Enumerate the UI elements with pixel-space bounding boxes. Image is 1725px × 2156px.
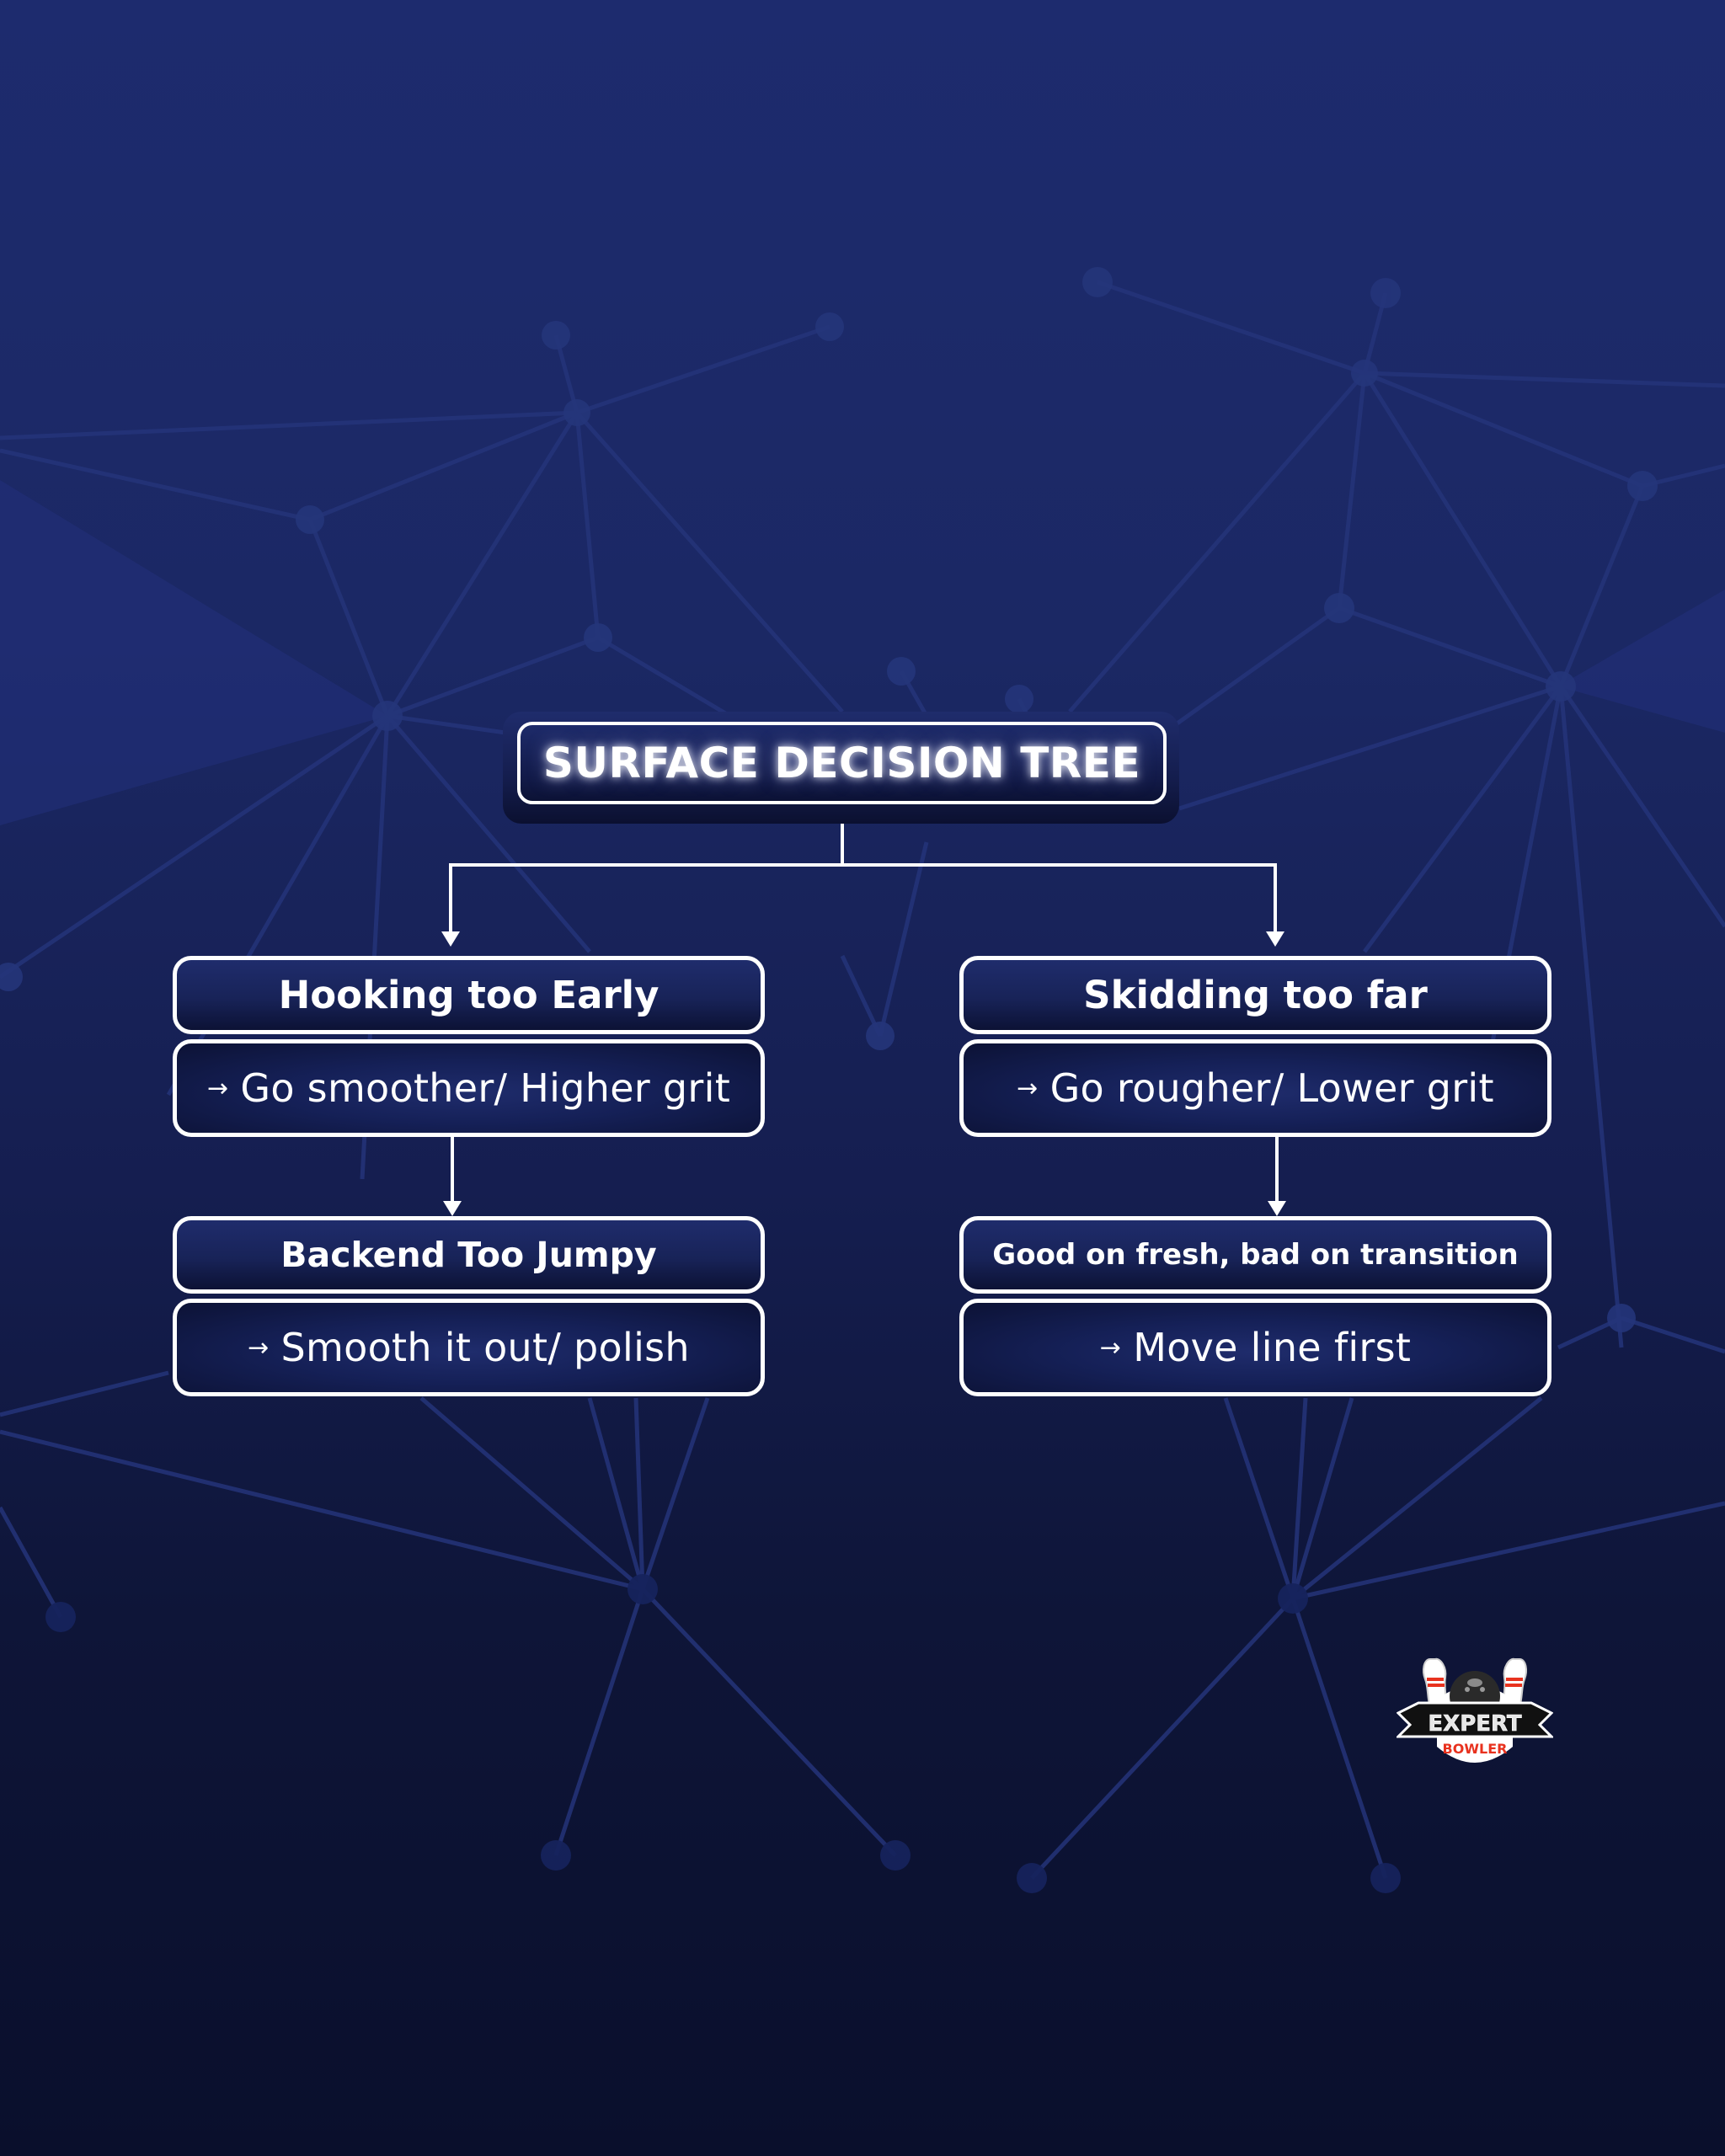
problem-label: Backend Too Jumpy [280,1235,657,1275]
solution-label: Move line first [1133,1325,1412,1370]
solution-node-go-smoother: → Go smoother/ Higher grit [173,1039,765,1137]
arrow-right-icon: → [248,1332,270,1363]
solution-node-move-line-first: → Move line first [959,1299,1551,1396]
expert-bowler-logo: EXPERT BOWLER [1397,1657,1553,1763]
problem-label: Good on fresh, bad on transition [992,1238,1519,1272]
problem-node-backend-too-jumpy: Backend Too Jumpy [173,1216,765,1294]
page-title: SURFACE DECISION TREE [542,739,1141,787]
arrow-right-icon: → [1099,1332,1122,1363]
problem-node-hooking-too-early: Hooking too Early [173,956,765,1034]
problem-label: Skidding too far [1083,973,1428,1017]
solution-node-go-rougher: → Go rougher/ Lower grit [959,1039,1551,1137]
bowling-pin-icon [1423,1657,1447,1709]
arrow-right-icon: → [1017,1073,1039,1103]
logo-text-bowler: BOWLER [1443,1741,1508,1757]
title-box: SURFACE DECISION TREE [517,722,1167,804]
problem-node-good-on-fresh: Good on fresh, bad on transition [959,1216,1551,1294]
solution-label: Go smoother/ Higher grit [240,1065,731,1111]
solution-label: Smooth it out/ polish [280,1325,690,1370]
logo-text-expert: EXPERT [1428,1711,1521,1737]
solution-node-smooth-it-out: → Smooth it out/ polish [173,1299,765,1396]
arrow-right-icon: → [206,1073,229,1103]
solution-label: Go rougher/ Lower grit [1049,1065,1494,1111]
problem-label: Hooking too Early [278,973,660,1017]
problem-node-skidding-too-far: Skidding too far [959,956,1551,1034]
